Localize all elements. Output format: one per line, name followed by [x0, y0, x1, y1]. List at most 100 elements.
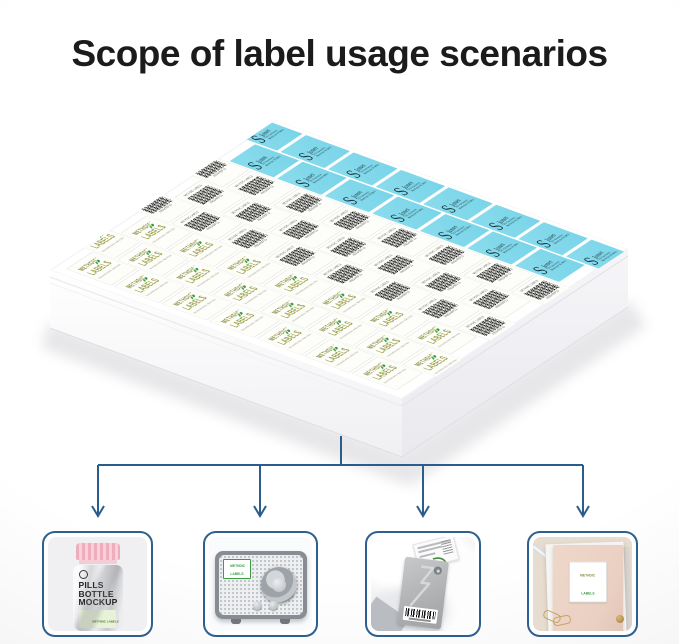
radio-foot — [280, 619, 290, 624]
brand-word-row: LABELS — [322, 318, 359, 339]
leaf-icon — [149, 223, 155, 229]
arrowhead-icon — [416, 505, 430, 518]
radio-speaker-grille: METHDIC LABELS — [218, 555, 303, 615]
pills-bottle-photo: PILLS BOTTLE MOCKUP METHDIC LABELS — [48, 537, 147, 631]
leaf-icon — [193, 267, 199, 273]
brand-word-row: LABELS — [176, 292, 213, 313]
brand-word-row: LABELS — [183, 239, 220, 260]
bottle-sheen — [72, 565, 123, 631]
hang-tag-photo — [371, 537, 475, 631]
brand-word-row: LABELS — [136, 221, 173, 242]
radio-small-knob — [252, 601, 262, 610]
bottle-label-line: BOTTLE — [79, 589, 118, 599]
hang-tag — [397, 556, 449, 630]
bottle-brand-strip: METHDIC LABELS — [78, 609, 118, 628]
scenario-card-hang-tag — [365, 531, 481, 637]
leaf-icon — [146, 250, 151, 256]
brand-word-row: LABELS — [231, 256, 268, 277]
brand-word-row: LABELS — [132, 248, 169, 269]
brand-word-row: LABELS — [272, 327, 309, 348]
leaf-icon — [333, 346, 338, 352]
leaf-icon — [384, 337, 389, 343]
page-title: Scope of label usage scenarios — [71, 33, 608, 74]
bottle-label-line: PILLS — [79, 581, 118, 590]
arrowhead-icon — [576, 505, 590, 518]
brand-word-row: LABELS — [81, 257, 118, 278]
notebook-brand-sticker: METHDIC LABELS — [569, 561, 607, 603]
radio-photo: METHDIC LABELS — [209, 537, 312, 631]
notebook-photo: METHDIC LABELS — [533, 537, 632, 631]
leaf-icon — [244, 258, 250, 264]
leaf-icon — [431, 354, 437, 360]
brand-word-row: LABELS — [275, 300, 312, 321]
brand-word-row: LABELS — [227, 283, 264, 304]
radio-tuning-knob — [260, 567, 297, 603]
radio-body: METHDIC LABELS — [214, 551, 307, 619]
brass-fastener — [616, 615, 624, 623]
leaf-icon — [289, 302, 294, 308]
bottle-label: PILLS BOTTLE MOCKUP METHDIC LABELS — [78, 570, 118, 628]
bottle-logo-icon — [78, 570, 88, 579]
scenario-card-radio: METHDIC LABELS — [203, 531, 318, 637]
brand-word-row: LABELS — [129, 275, 166, 296]
brand-word-row: LABELS — [326, 291, 363, 312]
leaf-icon — [380, 364, 386, 370]
leaf-icon — [241, 285, 247, 291]
leaf-icon — [95, 259, 101, 265]
brand-word-row: LABELS — [319, 345, 356, 366]
brand-word-row: LABELS — [370, 335, 407, 356]
leaf-icon — [387, 310, 393, 316]
notebook-cover: METHDIC LABELS — [553, 545, 623, 631]
leaf-icon — [197, 241, 202, 246]
leaf-icon — [142, 277, 148, 282]
bottle-cap-ring — [78, 560, 117, 564]
brand-word-row: LABELS — [278, 274, 315, 295]
brand-word-row: LABELS — [418, 353, 455, 374]
leaf-icon — [285, 329, 291, 335]
leaf-icon — [336, 320, 342, 325]
trademark-symbol: ™ — [97, 230, 103, 233]
pills-bottle: PILLS BOTTLE MOCKUP METHDIC LABELS — [70, 543, 126, 631]
radio-brand-sticker: METHDIC LABELS — [222, 559, 251, 579]
brand-word-row: LABELS — [180, 266, 217, 287]
arrowhead-icon — [253, 505, 267, 518]
bottle-body: PILLS BOTTLE MOCKUP METHDIC LABELS — [72, 565, 123, 631]
bottle-label-line: MOCKUP — [79, 598, 118, 607]
radio-small-knob — [268, 601, 278, 610]
leaf-icon — [238, 311, 243, 317]
arrowhead-icon — [91, 505, 105, 518]
brand-word-row: LABELS — [421, 326, 458, 347]
bottle-cap — [75, 543, 120, 560]
brand-word-row: LABELS — [367, 362, 404, 383]
brand-word-row: LABELS — [224, 310, 261, 331]
leaf-icon — [435, 328, 440, 334]
brand-word-row: LABELS — [373, 309, 410, 330]
lightning-bolt-icon — [409, 565, 435, 607]
leaf-icon — [190, 294, 196, 300]
scenario-card-notebook: METHDIC LABELS — [527, 531, 638, 637]
